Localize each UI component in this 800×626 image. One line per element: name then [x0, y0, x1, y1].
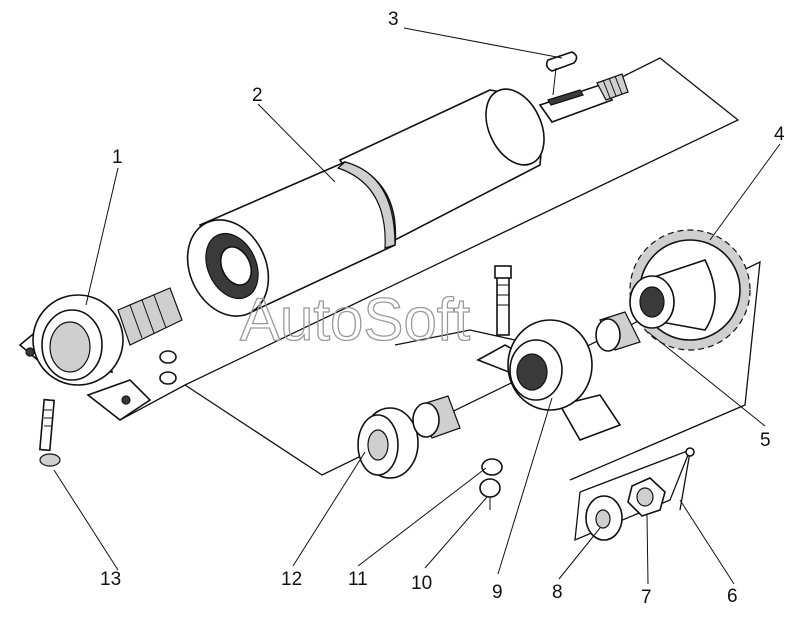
callout-7: 7	[641, 587, 652, 608]
part-10-nut	[479, 478, 501, 510]
callout-4: 4	[774, 124, 785, 145]
watermark: AutoSoft	[240, 286, 470, 353]
leader-lines	[53, 27, 781, 585]
callout-13: 13	[100, 569, 121, 590]
callout-5: 5	[760, 430, 771, 451]
callout-6: 6	[727, 586, 738, 607]
part-5-bushing	[595, 311, 641, 352]
part-7-castle-nut	[627, 477, 666, 517]
part-11-lock-washer	[481, 458, 503, 476]
part-4-sprocket	[629, 229, 751, 351]
part-13-bolt	[38, 398, 61, 467]
part-2-drum-shaft	[186, 73, 629, 317]
part-12-thick-washer	[357, 407, 419, 479]
part-8-washer	[585, 495, 623, 541]
part-3-key	[545, 51, 578, 96]
part-1-bearing-housing	[18, 287, 183, 421]
small-nut-washer-left	[159, 350, 177, 385]
sleeve-bushing	[412, 395, 461, 439]
assembly-guide-lines	[119, 57, 761, 542]
part-9-bearing-housing	[476, 265, 622, 441]
callout-3: 3	[388, 9, 399, 30]
part-6-cotter-pin	[679, 447, 695, 511]
callout-1: 1	[112, 147, 123, 168]
callout-2: 2	[252, 85, 263, 106]
callout-12: 12	[281, 569, 302, 590]
callout-10: 10	[411, 573, 432, 594]
callout-11: 11	[348, 569, 368, 590]
callout-8: 8	[552, 582, 563, 603]
callout-9: 9	[492, 582, 503, 603]
